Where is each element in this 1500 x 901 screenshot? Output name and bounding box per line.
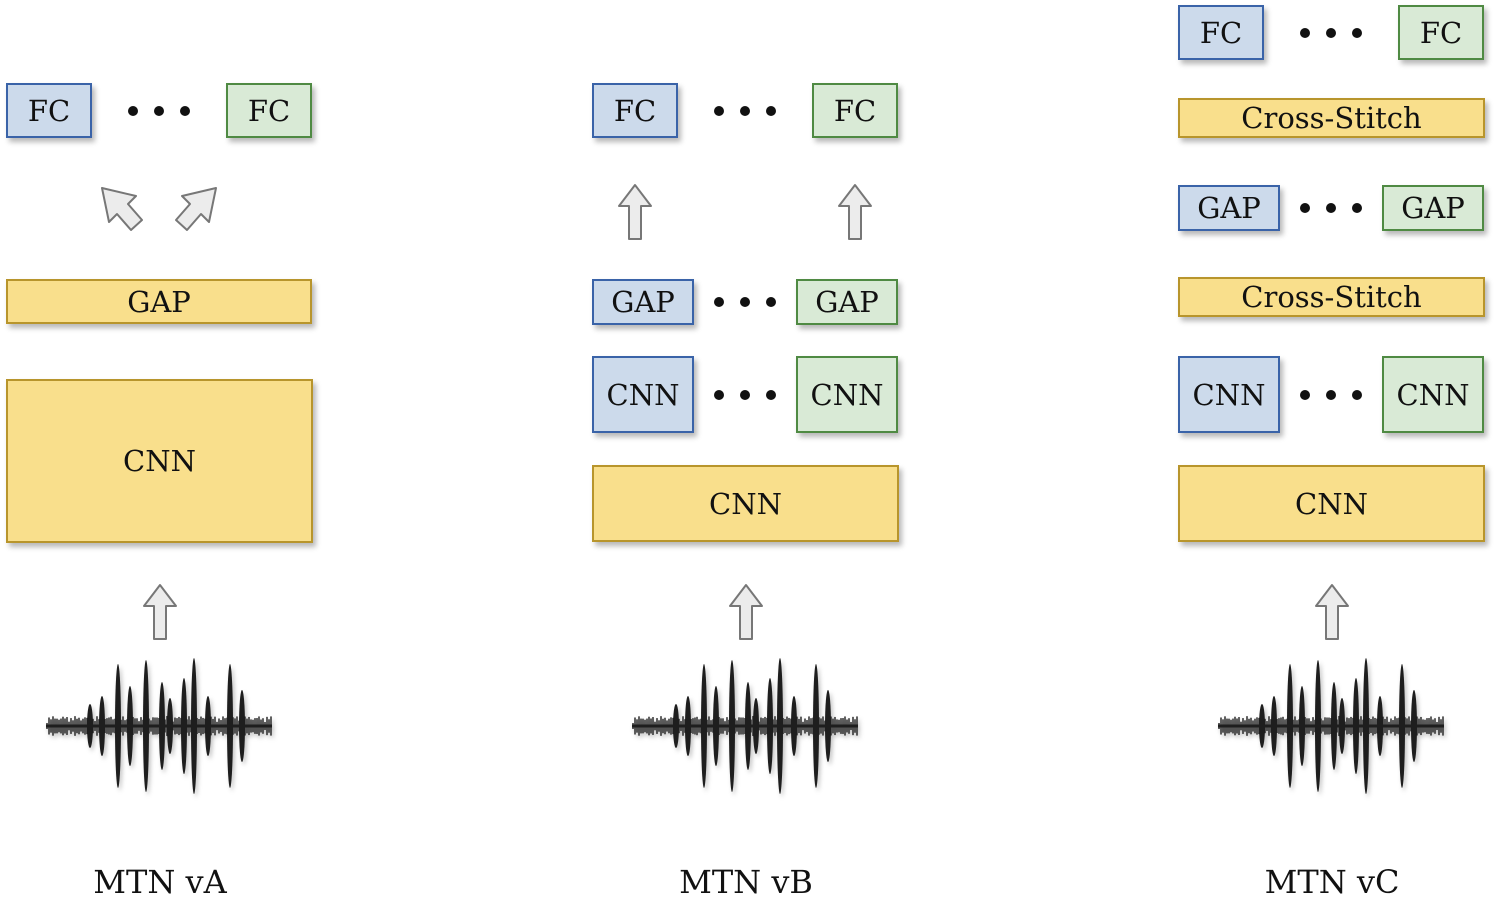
cnn-box-task-a: CNN <box>1178 356 1280 433</box>
fc-box-task-a: FC <box>6 83 92 138</box>
ellipsis-dots <box>714 297 776 307</box>
cnn-shared-box: CNN <box>592 465 899 542</box>
diagram-title-va: MTN vA <box>93 863 227 901</box>
fc-box-task-a: FC <box>592 83 678 138</box>
gap-box-task-b: GAP <box>1382 185 1484 231</box>
cross-stitch-bottom-box: Cross-Stitch <box>1178 277 1485 317</box>
gap-box-task-a: GAP <box>1178 185 1280 231</box>
ellipsis-dots <box>1300 203 1362 213</box>
cross-stitch-top-box: Cross-Stitch <box>1178 98 1485 138</box>
cnn-shared-box: CNN <box>6 379 313 543</box>
diagonal-right-arrow-icon <box>175 187 217 231</box>
cnn-box-task-a: CNN <box>592 356 694 433</box>
fc-box-task-a: FC <box>1178 5 1264 60</box>
cnn-box-task-b: CNN <box>1382 356 1484 433</box>
gap-box-task-a: GAP <box>592 279 694 325</box>
ellipsis-dots <box>1300 390 1362 400</box>
gap-shared-box: GAP <box>6 279 312 324</box>
fc-box-task-b: FC <box>1398 5 1484 60</box>
fc-box-task-b: FC <box>812 83 898 138</box>
ellipsis-dots <box>1300 28 1362 38</box>
ellipsis-dots <box>714 106 776 116</box>
cnn-shared-box: CNN <box>1178 465 1485 542</box>
diagonal-left-arrow-icon <box>101 187 143 231</box>
diagram-title-vc: MTN vC <box>1264 863 1400 901</box>
ellipsis-dots <box>714 390 776 400</box>
diagram-title-vb: MTN vB <box>679 863 813 901</box>
cnn-box-task-b: CNN <box>796 356 898 433</box>
gap-box-task-b: GAP <box>796 279 898 325</box>
ellipsis-dots <box>128 106 190 116</box>
fc-box-task-b: FC <box>226 83 312 138</box>
